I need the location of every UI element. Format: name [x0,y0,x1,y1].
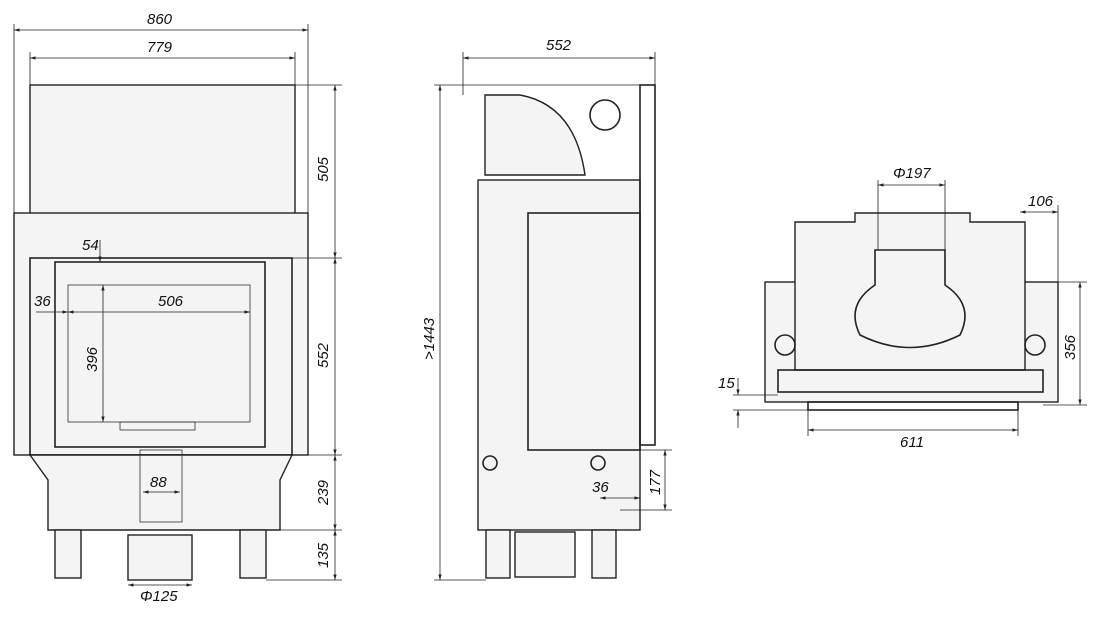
front-view: 860 779 505 552 239 135 54 36 506 396 88… [13,11,342,605]
door-handle [119,421,196,431]
dim-h-base: 239 [315,479,332,506]
dim-front-offset: 15 [718,375,735,392]
dim-top-width: 611 [900,434,924,451]
dim-h-door: 552 [315,342,332,368]
dim-air-offset: 36 [592,479,609,496]
leg-right [239,529,267,579]
dim-flue-diameter-top: Φ197 [893,165,931,182]
front-body [13,212,309,456]
top-body [794,212,1026,371]
dim-width-total: 860 [147,11,173,28]
dim-top-depth: 356 [1062,334,1079,360]
dim-duct-width: 88 [150,474,167,491]
dim-depth: 552 [546,37,572,54]
door [54,261,266,448]
dim-h-top: 505 [315,156,332,182]
dim-air-height: 177 [647,469,664,495]
flue-collar [854,249,966,349]
side-view: 552 >1443 177 36 [421,37,672,581]
dim-width-top: 779 [147,39,173,56]
dim-h-legs: 135 [315,542,332,568]
front-top-housing [29,84,296,216]
dim-height-total: >1443 [421,317,438,360]
dim-flue-diameter: Φ125 [140,588,178,605]
top-view: Φ197 106 356 15 611 [718,165,1087,451]
dim-glass-height: 396 [84,346,101,372]
side-body [477,179,641,531]
front-base [28,454,294,531]
rear-plate [639,84,656,446]
dim-glass-width: 506 [158,293,184,310]
flue-duct [127,534,193,581]
dim-frame-offset: 54 [82,237,99,254]
leg-left [54,529,82,579]
fan [589,99,621,131]
dim-side-margin: 36 [34,293,51,310]
dim-side-offset: 106 [1028,193,1054,210]
air-duct [139,449,183,523]
flue-elbow [484,94,586,176]
